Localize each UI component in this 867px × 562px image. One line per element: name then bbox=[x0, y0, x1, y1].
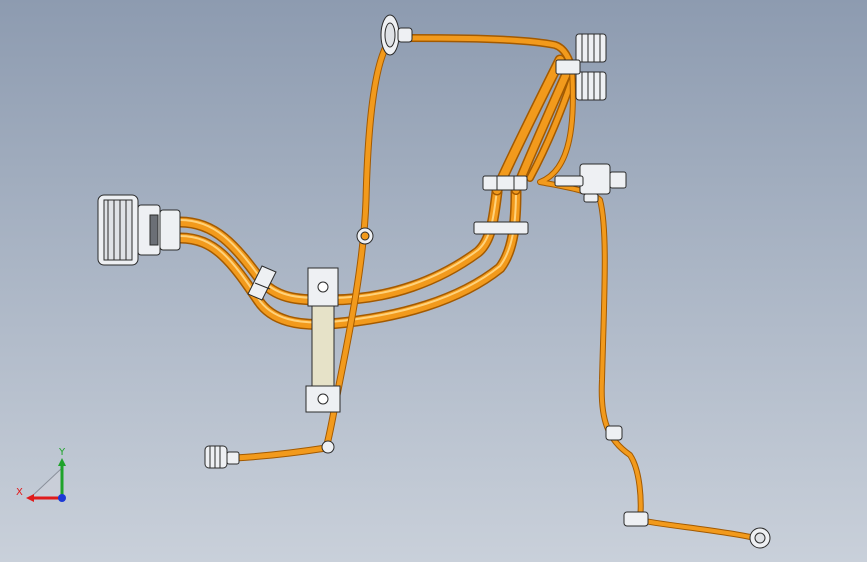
bottom-left-plug[interactable] bbox=[204, 445, 240, 469]
cable-long-vertical[interactable] bbox=[231, 36, 394, 462]
cable-right-drop[interactable] bbox=[537, 67, 758, 541]
coordinate-triad-icon: X Y bbox=[16, 447, 66, 502]
cable-riser-bundle[interactable] bbox=[491, 54, 576, 196]
triad-y-label: Y bbox=[58, 447, 66, 458]
left-round-connector[interactable] bbox=[97, 194, 181, 266]
bottom-right-ring-terminal[interactable] bbox=[749, 527, 771, 549]
triad-x-label: X bbox=[16, 487, 23, 498]
top-right-double-connector[interactable] bbox=[555, 33, 607, 101]
cable-top-run[interactable] bbox=[401, 34, 576, 74]
cable-clip-right[interactable] bbox=[605, 425, 649, 527]
triad-z-axis bbox=[58, 494, 66, 502]
top-grommet-connector[interactable] bbox=[380, 14, 413, 56]
cable-clip-vertical[interactable] bbox=[356, 227, 374, 245]
junction-clamp[interactable] bbox=[473, 175, 529, 235]
cable-tie-left[interactable] bbox=[247, 265, 277, 301]
right-inline-connector[interactable] bbox=[554, 163, 627, 203]
cable-clip-bottom[interactable] bbox=[321, 440, 335, 454]
center-mounting-bracket[interactable] bbox=[305, 267, 341, 413]
